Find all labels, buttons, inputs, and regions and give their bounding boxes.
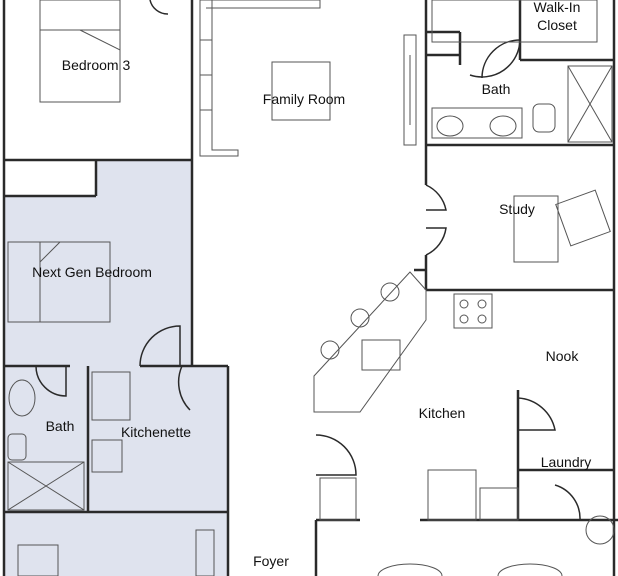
- study-desk: [513, 195, 559, 263]
- label-nook: Nook: [546, 348, 580, 364]
- label-next-gen-bedroom: Next Gen Bedroom: [32, 264, 152, 280]
- fixtures: [7, 0, 615, 576]
- shower: [567, 65, 613, 143]
- next-gen-suite-area: [4, 160, 228, 576]
- label-bath-master: Bath: [482, 81, 511, 97]
- label-study: Study: [499, 201, 535, 217]
- label-kitchenette: Kitchenette: [121, 424, 191, 440]
- doors: [35, 0, 581, 521]
- label-family-room: Family Room: [263, 91, 345, 107]
- range: [453, 293, 493, 329]
- room-labels: Bedroom 3 Family Room Walk-In Closet Bat…: [32, 0, 591, 569]
- kitchen-island: [313, 271, 427, 413]
- label-foyer: Foyer: [253, 553, 289, 569]
- label-walkin-closet-1: Walk-In: [534, 0, 581, 15]
- label-laundry: Laundry: [541, 454, 592, 470]
- label-bedroom3: Bedroom 3: [62, 57, 131, 73]
- label-walkin-closet-2: Closet: [537, 17, 577, 33]
- coffee-table: [271, 61, 331, 121]
- bed-bedroom3: [39, 0, 121, 103]
- label-bath-next-gen: Bath: [46, 418, 75, 434]
- tv-unit: [403, 34, 417, 146]
- sofa: [199, 0, 239, 157]
- label-kitchen: Kitchen: [419, 405, 466, 421]
